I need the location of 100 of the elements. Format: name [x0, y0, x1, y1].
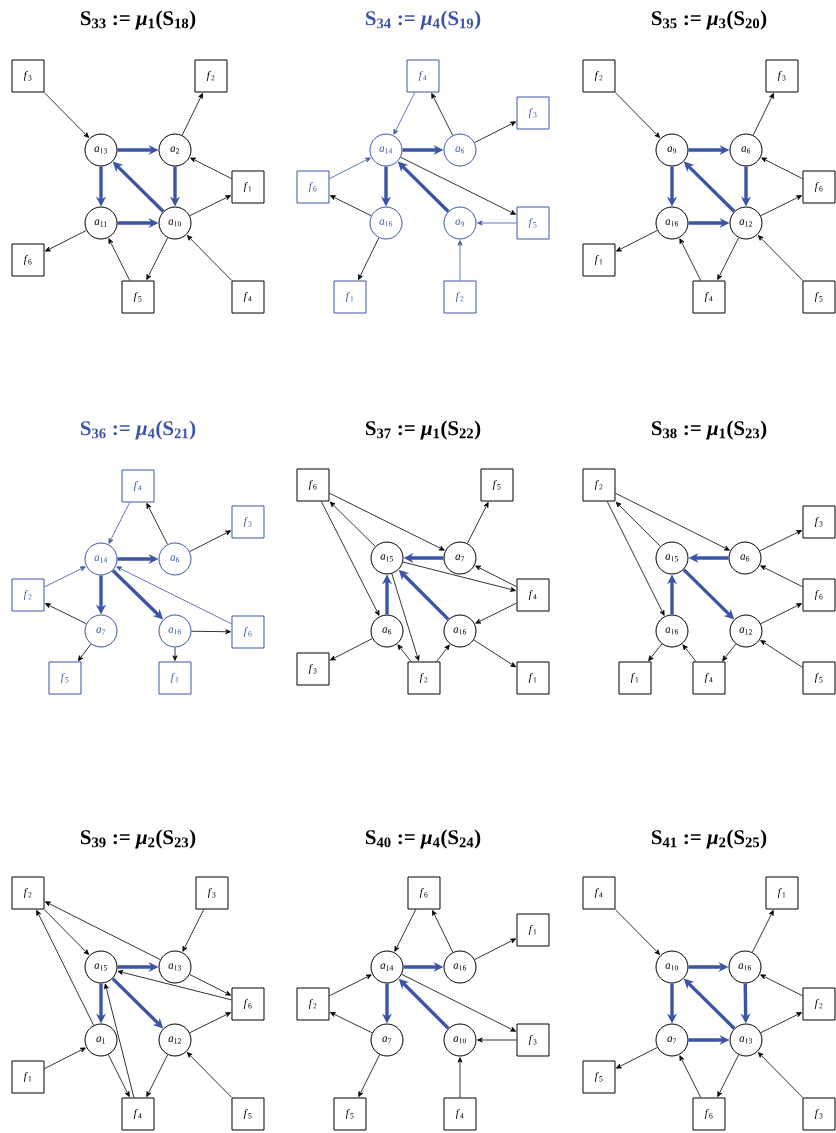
arrow: [648, 643, 663, 662]
arrow: [43, 92, 90, 138]
arrow: [475, 565, 517, 588]
panel-title: S$_{40}$ := μ$_{4}$(S$_{24}$): [365, 829, 481, 849]
arrow: [477, 220, 517, 226]
arrow: [614, 92, 661, 138]
arrow: [402, 561, 516, 592]
arrow: [191, 629, 231, 635]
arrow: [467, 502, 489, 544]
vertex-box: f$_{4}$: [692, 280, 726, 314]
panel-title: S$_{34}$ := μ$_{4}$(S$_{19}$): [365, 10, 481, 30]
vertex-box: f$_{2}$: [11, 876, 45, 910]
arrow: [616, 1047, 658, 1069]
arrow: [146, 503, 168, 545]
vertex-box: f$_{5}$: [516, 206, 550, 240]
arrow: [329, 974, 372, 997]
vertex-box: f$_{1}$: [516, 913, 550, 947]
vertex-box: f$_{1}$: [158, 661, 192, 695]
vertex-box: f$_{4}$: [582, 876, 616, 910]
arrow: [679, 1055, 702, 1098]
vertex-box: f$_{2}$: [407, 661, 441, 695]
vertex-box: f$_{2}$: [296, 987, 330, 1021]
vertex-box: f$_{3}$: [516, 96, 550, 130]
vertex-box: f$_{6}$: [296, 468, 330, 502]
vertex-box: f$_{6}$: [802, 578, 836, 612]
vertex-box: f$_{1}$: [11, 1060, 45, 1094]
vertex-box: f$_{4}$: [121, 469, 155, 503]
vertex-box: f$_{2}$: [11, 578, 45, 612]
vertex-box: f$_{1}$: [618, 661, 652, 695]
arrow: [397, 644, 412, 662]
arrow: [77, 643, 92, 662]
vertex-box: f$_{4}$: [443, 1097, 477, 1131]
arrow: [329, 501, 376, 547]
vertex-box: f$_{6}$: [11, 243, 45, 277]
vertex-box: f$_{5}$: [333, 1097, 367, 1131]
arrow: [760, 1012, 802, 1034]
vertex-box: f$_{2}$: [582, 468, 616, 502]
arrow: [45, 901, 161, 960]
vertex-box: f$_{1}$: [231, 170, 265, 204]
arrow: [757, 235, 804, 281]
arrow: [761, 157, 803, 180]
arrow: [752, 93, 774, 136]
arrow: [189, 195, 231, 217]
arrow: [108, 238, 131, 281]
arrow: [760, 640, 803, 668]
vertex-box: f$_{2}$: [802, 987, 836, 1021]
arrow: [431, 93, 453, 136]
vertex-box: f$_{2}$: [443, 280, 477, 314]
arrow: [189, 974, 231, 996]
vertex-box: f$_{4}$: [692, 661, 726, 695]
arrow: [474, 938, 516, 960]
arrow: [432, 910, 454, 953]
vertex-box: f$_{1}$: [333, 280, 367, 314]
vertex-box: f$_{6}$: [692, 1097, 726, 1131]
arrow: [190, 157, 232, 180]
vertex-box: f$_{4}$: [406, 59, 440, 93]
vertex-box: f$_{5}$: [802, 661, 836, 695]
vertex-box: f$_{5}$: [48, 661, 82, 695]
arrow: [679, 238, 702, 281]
vertex-box: f$_{1}$: [516, 661, 550, 695]
arrow: [615, 492, 730, 551]
panel-title: S$_{33}$ := μ$_{1}$(S$_{18}$): [80, 10, 196, 30]
arrow: [751, 910, 774, 953]
arrow: [330, 1012, 373, 1034]
arrow: [616, 230, 658, 252]
arrow: [45, 603, 87, 625]
arrow: [759, 530, 802, 552]
arrow: [117, 970, 232, 1001]
arrow: [189, 1012, 231, 1034]
arrow: [43, 909, 90, 955]
arrow: [186, 1052, 233, 1098]
arrow: [400, 156, 516, 215]
arrow: [330, 195, 372, 217]
arrow: [757, 1052, 804, 1098]
arrow: [722, 643, 737, 662]
vertex-box: f$_{5}$: [582, 1060, 616, 1094]
vertex-box: f$_{5}$: [802, 280, 836, 314]
vertex-box: f$_{6}$: [231, 615, 265, 649]
arrow: [615, 501, 661, 547]
arrow: [107, 1054, 130, 1097]
panel-title: S$_{37}$ := μ$_{1}$(S$_{22}$): [365, 420, 481, 440]
panel-title: S$_{41}$ := μ$_{2}$(S$_{25}$): [651, 829, 767, 849]
arrow: [182, 909, 205, 952]
vertex-box: f$_{5}$: [480, 468, 514, 502]
vertex-box: f$_{4}$: [231, 280, 265, 314]
vertex-box: f$_{3}$: [765, 59, 799, 93]
arrow: [358, 1054, 380, 1097]
arrow: [760, 974, 803, 997]
arrow: [682, 644, 697, 662]
arrow: [189, 530, 231, 552]
panel-title: S$_{38}$ := μ$_{1}$(S$_{23}$): [651, 420, 767, 440]
vertex-box: f$_{4}$: [516, 578, 550, 612]
arrow: [45, 230, 87, 252]
arrow: [108, 502, 131, 544]
arrow: [172, 647, 178, 661]
vertex-box: f$_{6}$: [802, 170, 836, 204]
panel-title: S$_{36}$ := μ$_{4}$(S$_{21}$): [80, 420, 196, 440]
vertex-box: f$_{3}$: [802, 505, 836, 539]
arrow: [436, 644, 450, 662]
arrow: [329, 492, 445, 551]
